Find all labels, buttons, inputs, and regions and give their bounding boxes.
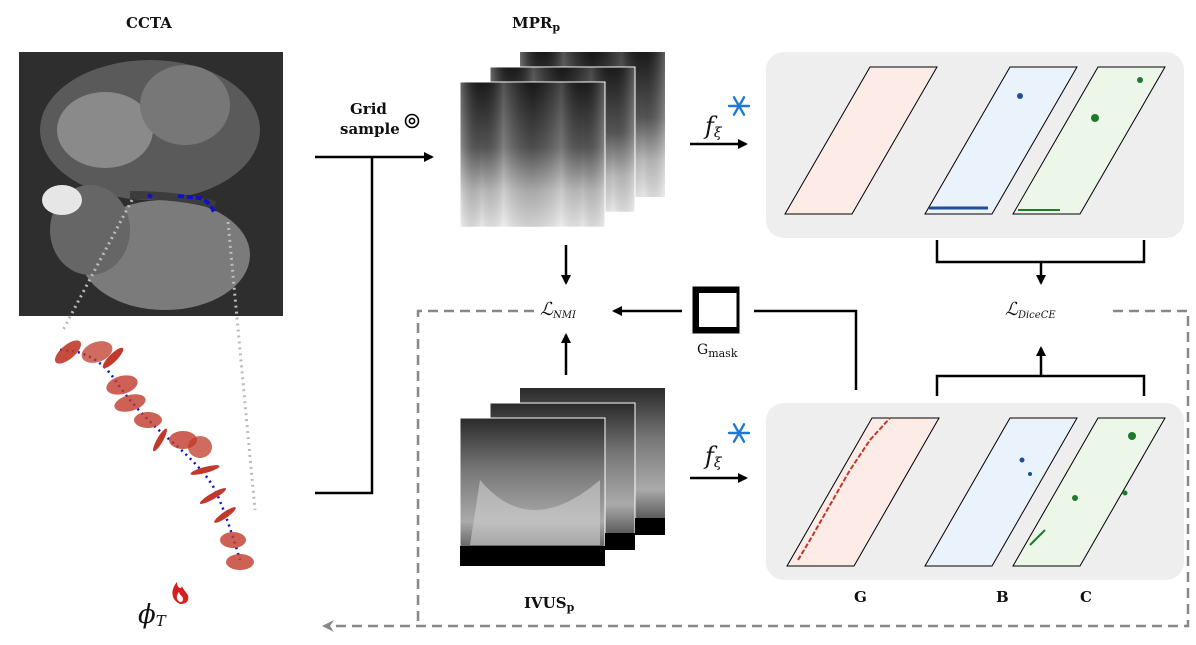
mpr-label-sub: p — [552, 21, 561, 34]
phi-sub: T — [155, 612, 166, 630]
ccta-centerline — [147, 193, 216, 213]
fxi-top-f: f — [705, 112, 714, 140]
mpr-stack — [459, 52, 665, 228]
backprop-loop-left — [416, 309, 534, 626]
top-bracket — [935, 240, 1146, 264]
fxi-top-sub: ξ — [713, 125, 722, 141]
fxi-bottom-sub: ξ — [713, 455, 722, 471]
connector-g-to-mask — [754, 309, 858, 390]
ivus-output-g — [786, 417, 940, 567]
dice-loss-sub: DiceCE — [1017, 310, 1056, 321]
ivus-label: IVUSp — [524, 594, 574, 614]
grid-sample-label-1: Grid — [350, 100, 387, 118]
gmask-label-text: G — [697, 342, 709, 358]
gmask-label-sub: mask — [708, 347, 738, 360]
bottom-bracket — [935, 374, 1146, 396]
fxi-top-label: fξ — [705, 112, 722, 141]
output-g-label: G — [854, 588, 867, 606]
phi-label: ϕT — [138, 600, 166, 630]
gmask-label: Gmask — [697, 342, 738, 360]
projection-line-right — [226, 221, 257, 511]
ivus-stack — [459, 388, 665, 567]
snowflake-icon — [727, 423, 751, 443]
mpr-output-g — [784, 66, 938, 215]
dice-loss-label: ℒDiceCE — [1005, 299, 1056, 321]
projection-line-left — [61, 199, 134, 331]
mpr-label-text: MPR — [512, 14, 553, 32]
connector-phi-to-grid — [315, 157, 374, 495]
ccta-image — [19, 52, 283, 316]
mask-icon — [692, 286, 740, 334]
grid-sample-icon — [404, 113, 420, 129]
output-b-label: B — [996, 588, 1009, 606]
ivus-label-text: IVUS — [524, 594, 567, 612]
phi-symbol: ϕ — [138, 600, 156, 630]
mpr-output-c — [1012, 66, 1166, 215]
mpr-output-b — [924, 66, 1078, 215]
nmi-loss-label: ℒNMI — [540, 299, 576, 321]
mpr-label: MPRp — [512, 14, 560, 34]
fxi-bottom-f: f — [705, 442, 714, 470]
ivus-output-b — [924, 417, 1078, 567]
nmi-loss-sub: NMI — [552, 310, 576, 321]
backprop-loop-right — [322, 309, 1190, 632]
ivus-output-c — [1012, 417, 1166, 567]
grid-sample-label-2: sample — [340, 120, 400, 138]
snowflake-icon — [727, 96, 751, 116]
ccta-label: CCTA — [126, 14, 172, 32]
dice-loss-symbol: ℒ — [1005, 299, 1018, 320]
nmi-loss-symbol: ℒ — [540, 299, 553, 320]
ivus-label-sub: p — [566, 601, 575, 614]
flame-icon — [172, 582, 189, 604]
centerline-transform — [54, 340, 254, 570]
output-c-label: C — [1080, 588, 1092, 606]
fxi-bottom-label: fξ — [705, 442, 722, 471]
